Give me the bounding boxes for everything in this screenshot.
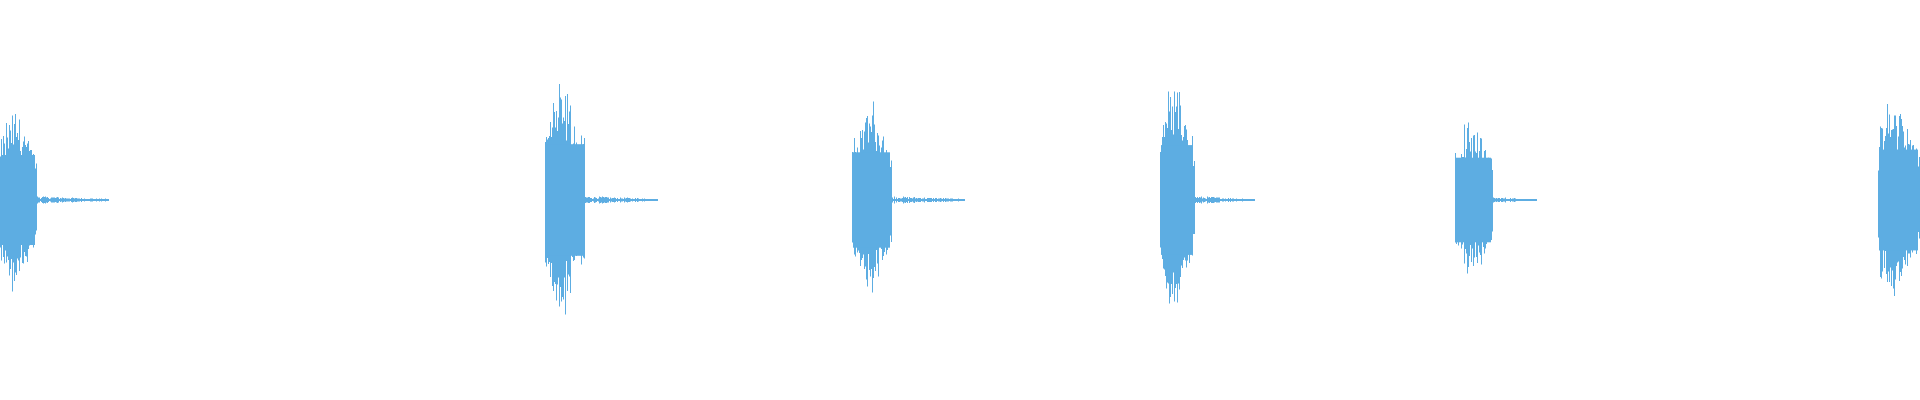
waveform-burst-core: [1, 155, 35, 245]
waveform-burst-core: [546, 144, 583, 256]
waveform-burst-2: [545, 84, 658, 315]
waveform-burst-core: [1456, 157, 1491, 243]
waveform-burst-core: [1879, 149, 1918, 251]
waveform-burst-6: [1878, 103, 1920, 297]
waveform-burst-core: [1161, 145, 1193, 255]
waveform-burst-5: [1455, 122, 1537, 274]
waveform-burst-core: [853, 152, 890, 248]
waveform-burst-1: [0, 113, 109, 292]
waveform-burst-3: [852, 101, 965, 293]
waveform-burst-4: [1160, 91, 1255, 304]
waveform-bursts: [0, 84, 1920, 315]
